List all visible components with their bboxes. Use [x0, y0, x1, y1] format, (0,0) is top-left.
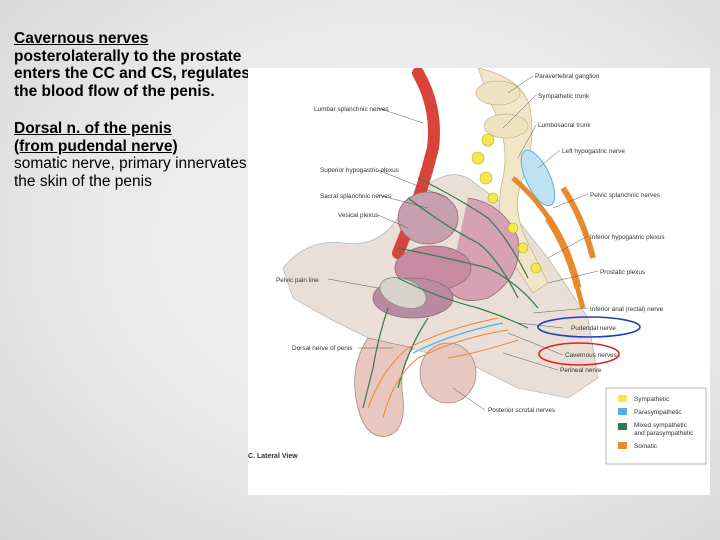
legend: Sympathetic Parasympathetic Mixed sympat…	[606, 388, 706, 464]
label-left-hypogastric: Left hypogastric nerve	[562, 148, 625, 155]
label-prostatic-plexus: Prostatic plexus	[600, 269, 645, 276]
legend-swatch-somatic	[618, 442, 627, 449]
label-inferior-anal: Inferior anal (rectal) nerve	[590, 306, 664, 313]
slide-text: Cavernous nerves posterolaterally to the…	[14, 30, 254, 190]
label-pelvic-splanchnic: Pelvic splanchnic nerves	[590, 192, 660, 199]
label-dorsal-nerve-penis: Dorsal nerve of penis	[292, 345, 352, 352]
legend-label-sympathetic: Sympathetic	[634, 396, 670, 403]
legend-label-mixed: Mixed sympathetic	[634, 422, 688, 429]
cavernous-nerves-description: posterolaterally to the prostate enters …	[14, 48, 250, 100]
cavernous-nerves-paragraph: Cavernous nerves posterolaterally to the…	[14, 30, 254, 100]
legend-label-mixed-2: and parasympathetic	[634, 430, 694, 437]
legend-swatch-mixed	[618, 423, 627, 430]
legend-swatch-parasympathetic	[618, 408, 627, 415]
label-sacral-splanchnic: Sacral splanchnic nerves	[320, 193, 391, 200]
label-lumbosacral-trunk: Lumbosacral trunk	[538, 122, 591, 129]
dorsal-nerve-description: somatic nerve, primary innervates the sk…	[14, 155, 247, 190]
bladder	[398, 192, 458, 244]
figure-caption: C. Lateral View	[248, 453, 298, 460]
legend-label-parasympathetic: Parasympathetic	[634, 409, 682, 416]
dorsal-nerve-origin: (from pudendal nerve)	[14, 138, 178, 155]
anatomy-illustration: Paravertebral ganglion Sympathetic trunk…	[248, 68, 710, 495]
label-sympathetic-trunk: Sympathetic trunk	[538, 93, 590, 100]
label-vesical-plexus: Vesical plexus	[338, 212, 379, 219]
vertebra	[476, 81, 520, 105]
legend-swatch-sympathetic	[618, 395, 627, 402]
label-paravertebral-ganglion: Paravertebral ganglion	[535, 73, 600, 80]
label-superior-hypogastric: Superior hypogastric plexus	[320, 167, 399, 174]
penis	[355, 338, 413, 436]
label-cavernous-nerves: Cavernous nerves	[565, 352, 617, 359]
legend-label-somatic: Somatic	[634, 443, 658, 450]
anatomy-figure: Paravertebral ganglion Sympathetic trunk…	[248, 68, 710, 495]
dorsal-nerve-paragraph: Dorsal n. of the penis (from pudendal ne…	[14, 120, 254, 190]
label-posterior-scrotal: Posterior scrotal nerves	[488, 407, 555, 414]
label-perineal-nerve: Perineal nerve	[560, 367, 602, 374]
label-inferior-hypogastric: Inferior hypogastric plexus	[590, 234, 665, 241]
cavernous-nerves-term: Cavernous nerves	[14, 30, 148, 47]
dorsal-nerve-term: Dorsal n. of the penis	[14, 120, 172, 137]
label-pelvic-pain-line: Pelvic pain line	[276, 277, 319, 284]
label-lumbar-splanchnic: Lumbar splanchnic nerves	[314, 106, 389, 113]
label-pudendal-nerve: Pudendal nerve	[571, 325, 616, 332]
scrotum	[420, 343, 476, 403]
